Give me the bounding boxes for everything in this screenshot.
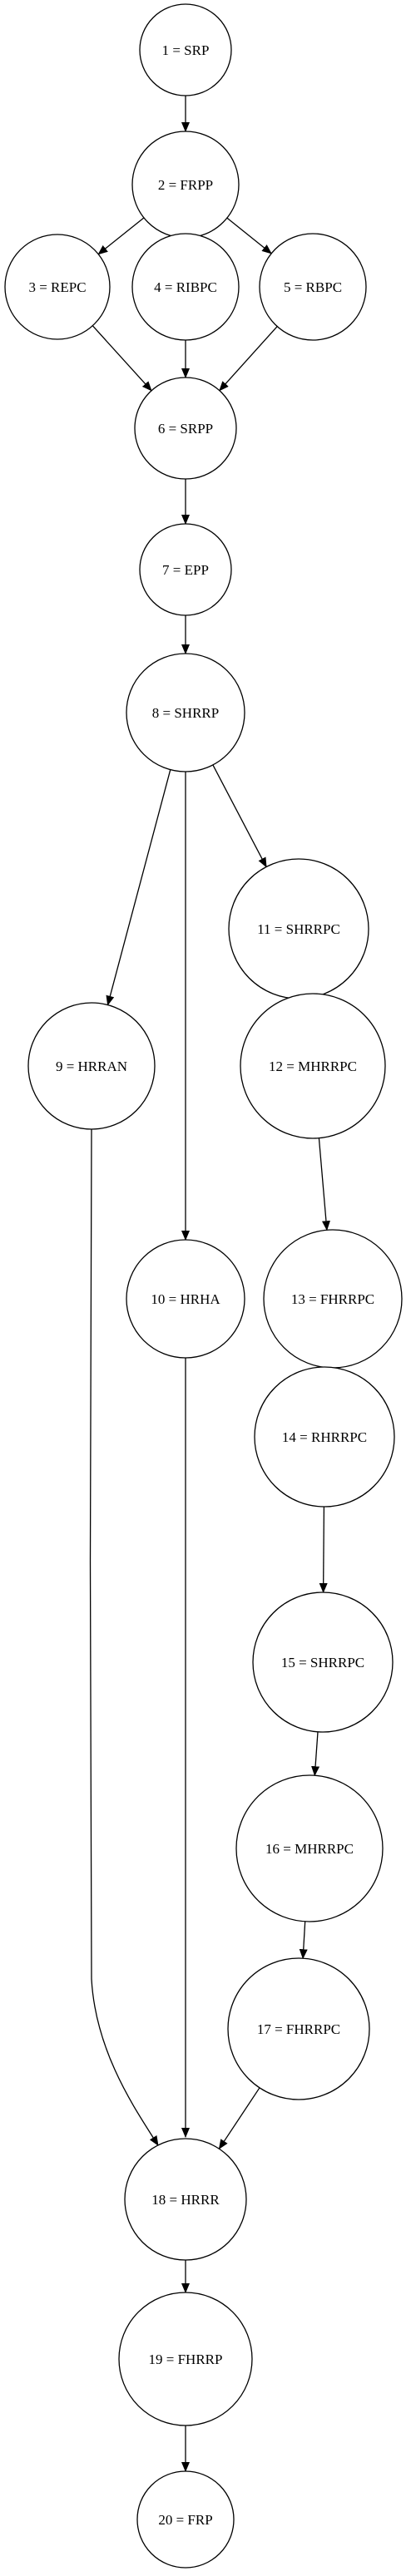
node-15-circle	[252, 1591, 394, 1733]
node-13: 13 = FHRRPC	[263, 1229, 403, 1369]
node-17: 17 = FHRRPC	[227, 1957, 370, 2100]
edge-3-to-6	[92, 325, 152, 392]
node-12-label: 12 = MHRRPC	[269, 1059, 357, 1074]
node-1: 1 = SRP	[139, 3, 232, 96]
node-18-circle	[124, 2138, 247, 2261]
node-11: 11 = SHRRPC	[228, 858, 369, 999]
node-14: 14 = RHRRPC	[254, 1366, 395, 1508]
node-4-circle	[131, 233, 240, 341]
nodes-layer: 1 = SRP 2 = FRPP 3 = REPC 4 = RIBPC 5 = RBPC…	[4, 3, 403, 2569]
node-19-label: 19 = FHRRP	[149, 2351, 223, 2367]
node-6-circle	[134, 377, 237, 480]
node-18-label: 18 = HRRR	[151, 2192, 220, 2208]
node-7: 7 = EPP	[139, 523, 232, 616]
node-9: 9 = HRRAN	[27, 1002, 156, 1130]
edge-15-to-16	[311, 1731, 320, 1777]
node-13-label: 13 = FHRRPC	[291, 1291, 374, 1307]
node-17-label: 17 = FHRRPC	[257, 2021, 340, 2037]
node-1-label: 1 = SRP	[162, 42, 210, 58]
node-19: 19 = FHRRP	[118, 2292, 253, 2426]
node-16-label: 16 = MHRRPC	[265, 1841, 354, 1857]
node-18: 18 = HRRR	[124, 2138, 247, 2261]
node-12: 12 = MHRRPC	[240, 993, 386, 1139]
edge-16-to-17	[299, 1921, 308, 1960]
node-16: 16 = MHRRPC	[235, 1774, 384, 1922]
node-9-label: 9 = HRRAN	[56, 1059, 127, 1074]
node-10: 10 = HRHA	[126, 1239, 245, 1359]
node-3: 3 = REPC	[4, 234, 111, 340]
node-11-label: 11 = SHRRPC	[257, 921, 340, 937]
node-7-label: 7 = EPP	[162, 562, 209, 578]
edge-8-to-9	[106, 769, 171, 1006]
node-2: 2 = FRPP	[131, 131, 240, 239]
node-6: 6 = SRPP	[134, 377, 237, 480]
node-15-label: 15 = SHRRPC	[281, 1655, 364, 1670]
node-12-circle	[240, 993, 386, 1139]
node-15: 15 = SHRRPC	[252, 1591, 394, 1733]
edge-2-to-3	[97, 217, 145, 255]
edge-12-to-13	[318, 1137, 330, 1231]
node-20-label: 20 = FRP	[158, 2512, 212, 2528]
node-10-circle	[126, 1239, 245, 1359]
node-3-circle	[4, 234, 111, 340]
node-8-circle	[126, 653, 245, 772]
node-17-circle	[227, 1957, 370, 2100]
node-4: 4 = RIBPC	[131, 233, 240, 341]
edge-5-to-6	[219, 326, 278, 392]
node-7-circle	[139, 523, 232, 616]
node-20: 20 = FRP	[136, 2470, 235, 2569]
node-5-label: 5 = RBPC	[284, 279, 342, 295]
node-5-circle	[259, 233, 367, 341]
node-1-circle	[139, 3, 232, 96]
node-8-label: 8 = SHRRP	[152, 705, 219, 721]
edges-layer	[89, 96, 332, 2472]
node-10-label: 10 = HRHA	[151, 1291, 220, 1307]
node-14-circle	[254, 1366, 395, 1508]
node-5: 5 = RBPC	[259, 233, 367, 341]
node-3-label: 3 = REPC	[28, 279, 86, 295]
node-16-circle	[235, 1774, 384, 1922]
node-8: 8 = SHRRP	[126, 653, 245, 772]
node-20-circle	[136, 2470, 235, 2569]
node-6-label: 6 = SRPP	[158, 421, 213, 437]
node-14-label: 14 = RHRRPC	[282, 1429, 367, 1445]
edge-8-to-11	[212, 764, 267, 868]
edge-2-to-5	[226, 217, 272, 254]
edge-9-to-18	[89, 1128, 159, 2146]
node-9-circle	[27, 1002, 156, 1130]
node-19-circle	[118, 2292, 253, 2426]
edge-17-to-18	[218, 2087, 260, 2150]
node-4-label: 4 = RIBPC	[154, 279, 217, 295]
node-2-label: 2 = FRPP	[158, 177, 213, 193]
